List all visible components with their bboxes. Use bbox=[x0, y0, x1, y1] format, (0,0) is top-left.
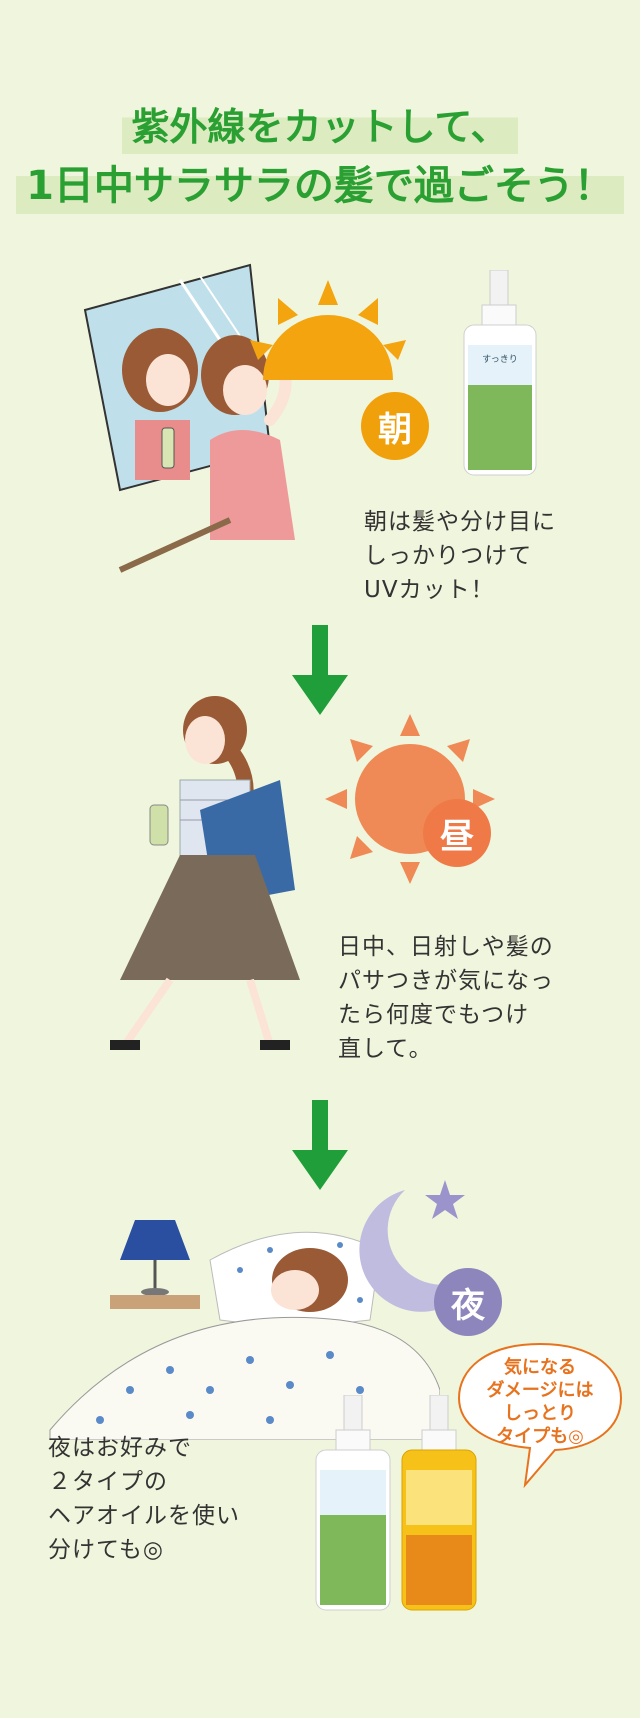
calendula-oil-bottle-image bbox=[401, 1395, 477, 1611]
walking-woman-illustration bbox=[110, 696, 300, 1050]
noon-badge: 昼 bbox=[423, 799, 491, 867]
noon-description: 日中、日射しや髪の パサつきが気になっ たら何度でもつけ 直して。 bbox=[338, 934, 554, 1062]
headline-line-2-text: 1日中サラサラの髪で過ごそう！ bbox=[16, 160, 624, 214]
speech-bubble-text: 気になる ダメージには しっとり タイプも◎ bbox=[486, 1357, 594, 1447]
moon-icon bbox=[359, 1180, 480, 1312]
uv-oil-bottle-image bbox=[315, 1395, 391, 1611]
morning-badge: 朝 bbox=[361, 392, 429, 460]
arrow-down-icon bbox=[292, 1100, 348, 1190]
arrow-down-icon bbox=[292, 625, 348, 715]
morning-description: 朝は髪や分け目に しっかりつけて UVカット！ bbox=[364, 509, 556, 603]
headline-line-1: 紫外線をカットして、 bbox=[0, 102, 640, 154]
night-badge: 夜 bbox=[434, 1268, 502, 1336]
sun-icon bbox=[250, 280, 406, 380]
svg-text:すっきり: すっきり bbox=[482, 354, 518, 365]
hair-oil-bottles-image bbox=[315, 1395, 477, 1611]
morning-mirror-illustration bbox=[83, 263, 295, 573]
uv-oil-bottle-image: すっきり bbox=[463, 270, 537, 476]
sleeping-woman-illustration bbox=[49, 1220, 440, 1440]
headline-line-1-text: 紫外線をカットして、 bbox=[121, 102, 519, 154]
speech-bubble bbox=[457, 1342, 623, 1489]
headline-line-2: 1日中サラサラの髪で過ごそう！ bbox=[0, 160, 640, 214]
night-description: 夜はお好みで ２タイプの ヘアオイルを使い 分けても◎ bbox=[48, 1435, 240, 1563]
